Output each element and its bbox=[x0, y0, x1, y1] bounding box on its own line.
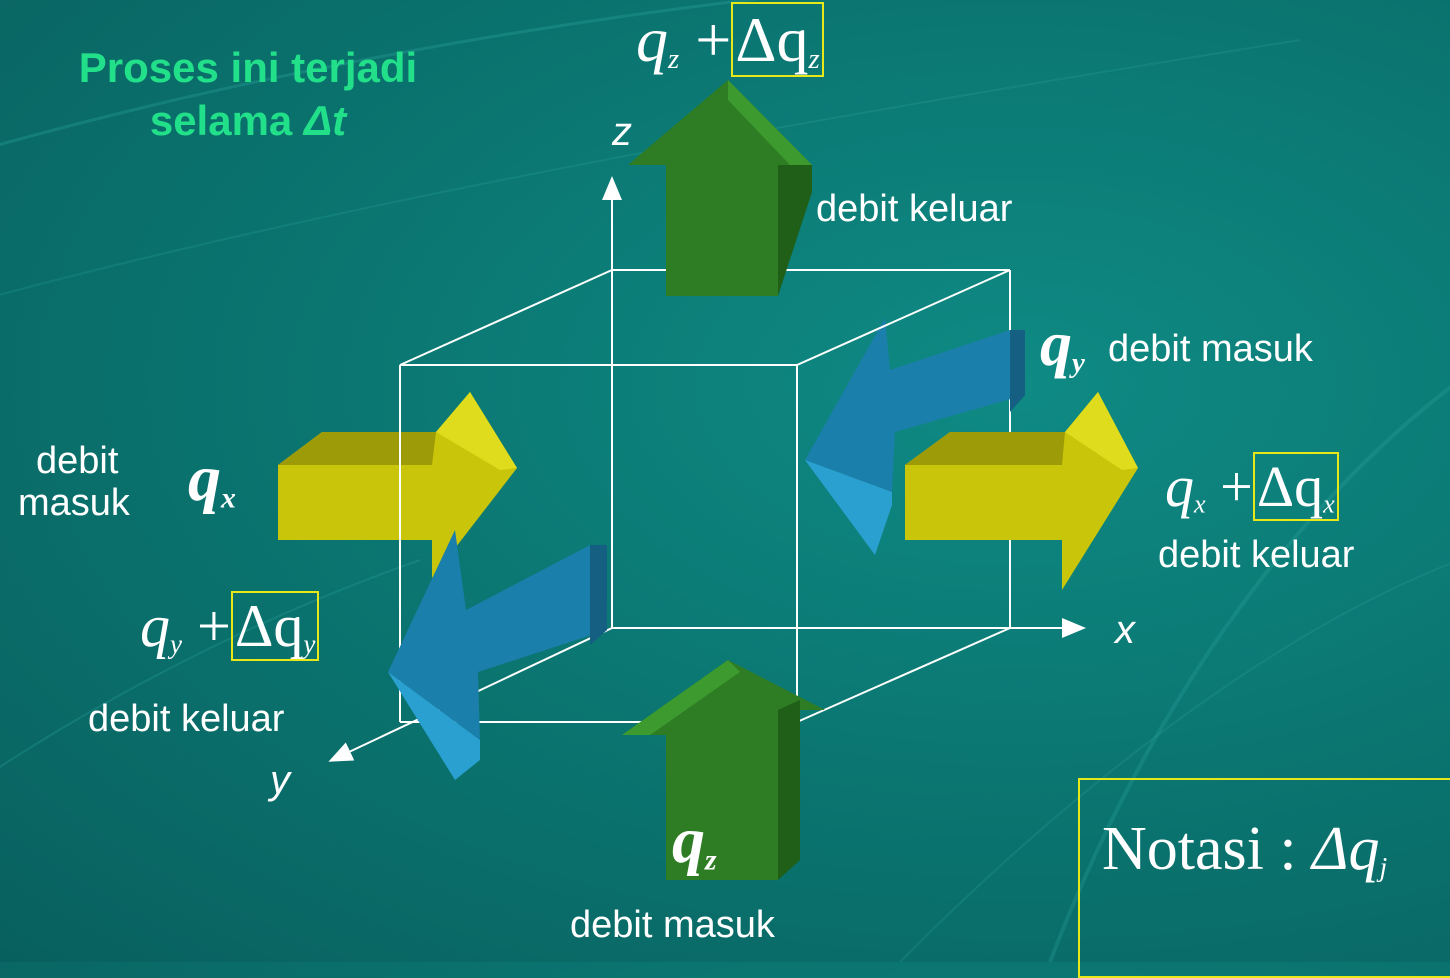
qz-out-arrow bbox=[628, 80, 812, 296]
delta-qy-highlight: Δqy bbox=[230, 591, 320, 661]
qz-out-label: debit keluar bbox=[816, 188, 1013, 230]
delta-qx-highlight: Δqx bbox=[1252, 452, 1339, 521]
process-title: Proses ini terjadi selama Δt bbox=[0, 42, 518, 147]
qx-in-label-1: debit bbox=[36, 440, 119, 482]
title-line-1: Proses ini terjadi bbox=[78, 44, 418, 91]
qy-out-expression: qy +Δqy bbox=[140, 591, 320, 661]
qy-in-arrow bbox=[805, 318, 1025, 555]
notation-text: Notasi : Δqj bbox=[1102, 815, 1388, 883]
delta-t: Δt bbox=[303, 96, 347, 144]
qx-in-symbol: qx bbox=[188, 442, 236, 515]
qx-out-label: debit keluar bbox=[1158, 534, 1355, 576]
qx-out-expression: qx +Δqx bbox=[1165, 452, 1339, 521]
qz-in-label: debit masuk bbox=[570, 904, 775, 946]
y-axis-label: y bbox=[270, 758, 290, 802]
cube-edge bbox=[796, 627, 1011, 723]
title-line-2: selama Δt bbox=[149, 96, 347, 144]
x-axis-label: x bbox=[1115, 608, 1135, 652]
cube-edge bbox=[399, 269, 613, 366]
qx-out-arrow bbox=[905, 392, 1138, 590]
qy-out-label: debit keluar bbox=[88, 698, 285, 740]
qz-in-symbol: qz bbox=[672, 804, 717, 877]
delta-qz-highlight: Δqz bbox=[731, 2, 824, 77]
qx-in-arrow bbox=[278, 392, 517, 578]
qy-in-label: debit masuk bbox=[1108, 328, 1313, 370]
qx-in-label-2: masuk bbox=[18, 482, 130, 524]
qy-out-arrow bbox=[388, 530, 607, 780]
qz-out-expression: qz +Δqz bbox=[636, 2, 824, 77]
notation-box: Notasi : Δqj bbox=[1078, 778, 1450, 978]
qy-in-symbol: qy bbox=[1040, 308, 1085, 380]
z-axis-label: z bbox=[612, 110, 632, 154]
cube-edge bbox=[796, 269, 1011, 366]
qz-in-arrow bbox=[622, 660, 825, 880]
